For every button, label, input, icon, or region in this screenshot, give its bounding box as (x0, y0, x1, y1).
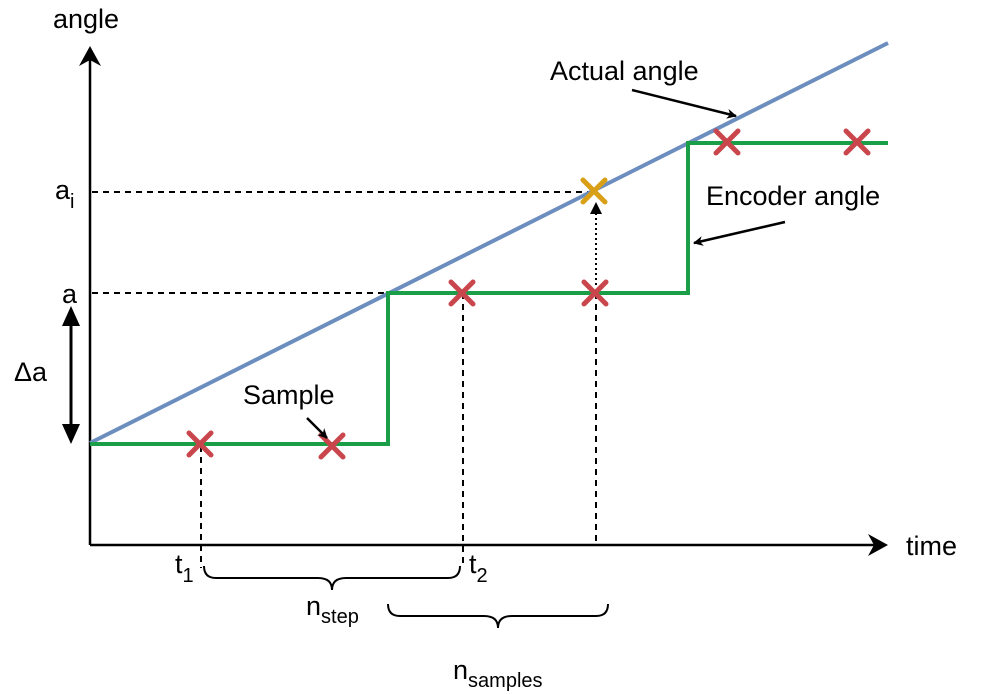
encoder-angle-label: Encoder angle (706, 181, 880, 211)
n-step-base: n (306, 591, 321, 621)
x-axis-label: time (906, 531, 957, 561)
t2-label: t2 (469, 549, 488, 587)
delta-a-arrowhead-bottom (62, 424, 80, 444)
n-samples-brace (387, 603, 609, 629)
actual-angle-line (89, 41, 889, 445)
t1-base: t (175, 549, 183, 579)
a-i-subscript: i (70, 191, 74, 213)
sample-label: Sample (243, 380, 335, 410)
a-i-tick-label: ai (55, 175, 74, 213)
a-i-base: a (55, 175, 71, 205)
x-axis-arrowhead (868, 534, 888, 556)
n-step-subscript: step (321, 606, 359, 628)
encoder-angle-line (90, 141, 888, 446)
sample-marker (186, 430, 214, 458)
t2-base: t (469, 549, 477, 579)
y-axis-label: angle (53, 4, 119, 34)
sample-marker (581, 279, 609, 307)
sample-marker (843, 128, 871, 156)
sample-callout-arrow (306, 417, 328, 439)
actual-angle-callout-arrow (631, 88, 737, 119)
sample-marker (448, 279, 476, 307)
n-step-brace (203, 565, 461, 591)
actual-angle-label: Actual angle (550, 56, 699, 86)
n-samples-label: nsamples (453, 655, 543, 692)
n-samples-subscript: samples (468, 670, 542, 692)
sample-marker (713, 128, 741, 156)
interpolated-marker (580, 177, 608, 205)
t2-subscript: 2 (477, 565, 488, 587)
delta-a-label: Δa (14, 357, 48, 387)
t1-subscript: 1 (183, 565, 194, 587)
interpolation-arrowhead (590, 202, 602, 214)
encoder-angle-callout-arrow (693, 220, 786, 246)
a-tick-label: a (62, 279, 78, 309)
delta-a-arrowhead-top (62, 306, 80, 326)
y-axis-arrowhead (79, 46, 101, 66)
t1-label: t1 (175, 549, 194, 587)
n-samples-base: n (453, 655, 468, 685)
n-step-label: nstep (306, 591, 359, 628)
